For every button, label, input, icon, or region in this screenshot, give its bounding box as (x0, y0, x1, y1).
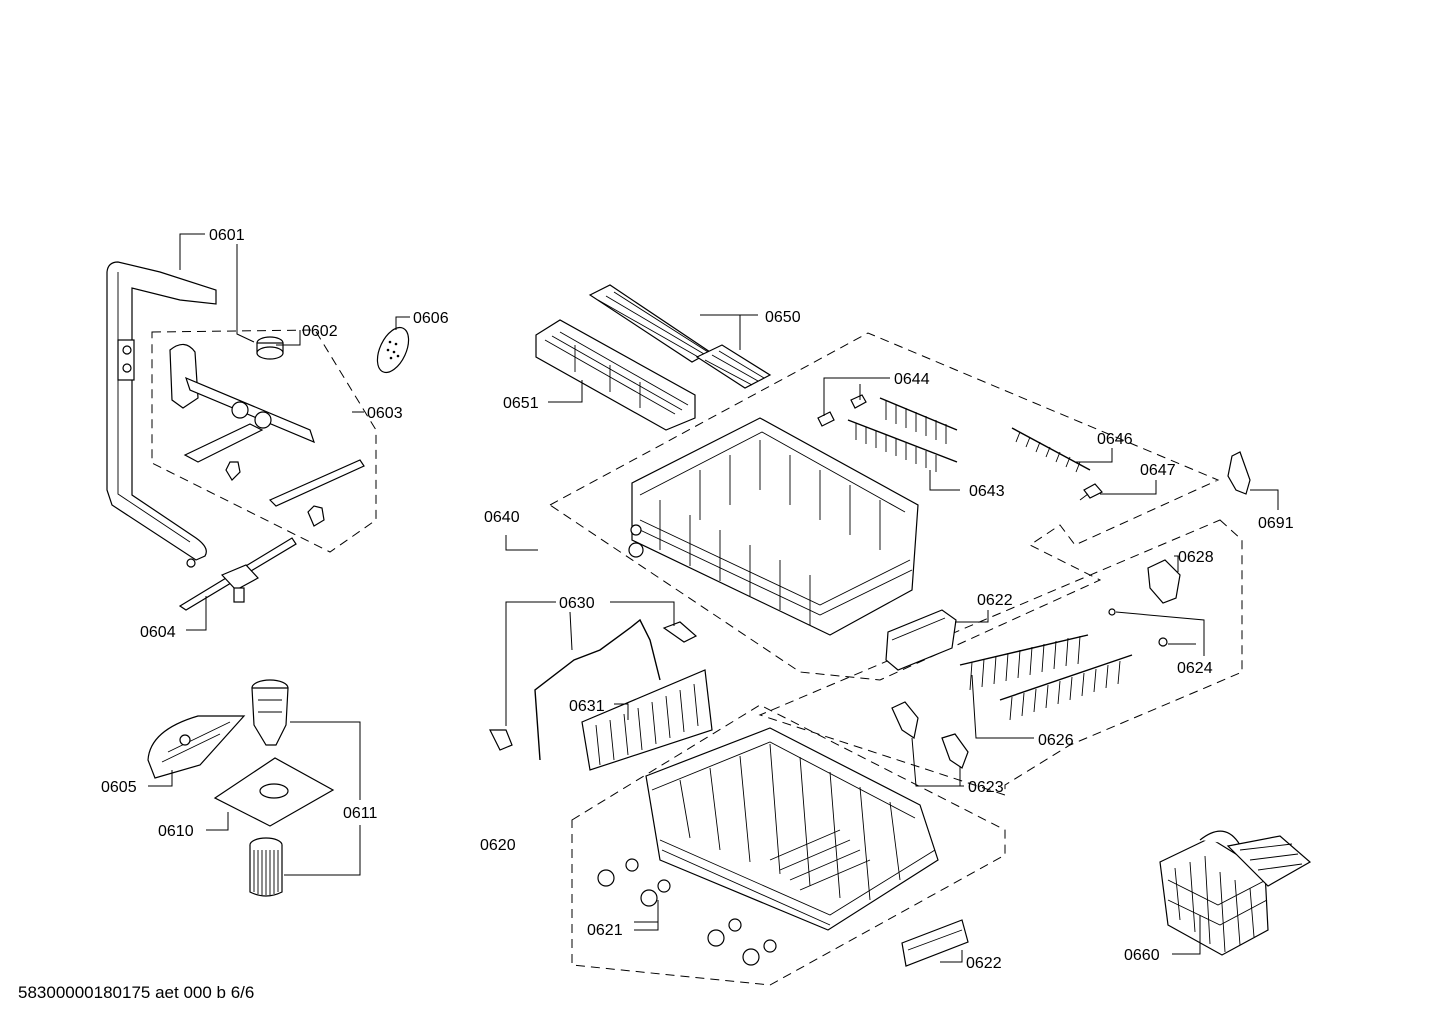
leader-0604 (186, 596, 207, 631)
cutlery-tray-0651[interactable] (535, 319, 696, 431)
leader-0646 (1076, 448, 1113, 463)
group-outlines (151, 329, 1243, 986)
pin-0624[interactable] (1108, 608, 1168, 647)
leader-0606 (395, 316, 410, 330)
leader-0691 (1250, 489, 1279, 510)
outline-lower-rack-accessories (758, 519, 1243, 796)
cutlery-basket-0660[interactable] (1159, 830, 1312, 956)
filter-cylinder-0611[interactable] (251, 679, 289, 746)
folding-tines-0646[interactable] (1011, 427, 1091, 473)
leader-0643 (929, 470, 960, 491)
leader-0623 (911, 737, 964, 787)
label-0628[interactable]: 0628 (1178, 549, 1214, 566)
label-0621[interactable]: 0621 (587, 922, 623, 939)
fine-filter-0605[interactable] (147, 715, 246, 779)
leader-0647 (1100, 480, 1157, 495)
leader-0605 (148, 770, 173, 787)
micro-filter-0611[interactable] (249, 837, 283, 897)
leader-0626 (971, 674, 1034, 739)
label-0626[interactable]: 0626 (1038, 732, 1074, 749)
label-0644[interactable]: 0644 (894, 371, 930, 388)
clip-0644[interactable] (817, 394, 867, 427)
label-0660[interactable]: 0660 (1124, 947, 1160, 964)
label-0605[interactable]: 0605 (101, 779, 137, 796)
leader-0651 (548, 380, 583, 403)
part-labels: 0601 0602 0606 0603 0604 0605 0610 0611 … (101, 227, 1294, 972)
label-0691[interactable]: 0691 (1258, 515, 1294, 532)
holder-0628[interactable] (1147, 559, 1181, 604)
leader-0602 (276, 330, 301, 346)
label-0647[interactable]: 0647 (1140, 462, 1176, 479)
leader-0628 (1174, 555, 1179, 572)
leader-0660 (1172, 915, 1201, 955)
label-0640[interactable]: 0640 (484, 509, 520, 526)
label-0650[interactable]: 0650 (765, 309, 801, 326)
label-0611[interactable]: 0611 (343, 805, 378, 822)
stopper-0691[interactable] (1227, 451, 1251, 495)
label-0643[interactable]: 0643 (969, 483, 1005, 500)
connector-0602[interactable] (256, 336, 284, 360)
handle-0622-lower[interactable] (901, 919, 969, 967)
label-0623[interactable]: 0623 (968, 779, 1004, 796)
label-0624[interactable]: 0624 (1177, 660, 1213, 677)
tine-rack-0626[interactable] (959, 634, 1133, 721)
label-0646[interactable]: 0646 (1097, 431, 1133, 448)
label-0610[interactable]: 0610 (158, 823, 194, 840)
handle-0622-upper[interactable] (885, 609, 957, 671)
leader-0621 (634, 900, 659, 931)
label-0620[interactable]: 0620 (480, 837, 516, 854)
label-0631[interactable]: 0631 (569, 698, 605, 715)
leader-0644 (823, 377, 890, 416)
leader-0650 (700, 314, 758, 350)
wheels-0621[interactable] (597, 858, 777, 966)
label-0602[interactable]: 0602 (302, 323, 338, 340)
leader-0610 (206, 812, 229, 831)
upper-basket-0640[interactable] (628, 417, 919, 636)
tine-insert-0631[interactable] (581, 669, 713, 771)
label-0622-lower[interactable]: 0622 (966, 955, 1002, 972)
leader-0622b (940, 950, 963, 963)
document-id: 58300000180175 aet 000 b 6/6 (18, 983, 254, 1002)
rack-clip-0623[interactable] (891, 701, 969, 769)
tine-row-0643[interactable] (847, 397, 958, 472)
label-0601[interactable]: 0601 (209, 227, 245, 244)
label-0606[interactable]: 0606 (413, 310, 449, 327)
label-0604[interactable]: 0604 (140, 624, 176, 641)
leader-0640 (505, 535, 538, 551)
leader-0630 (505, 601, 675, 726)
hook-0647[interactable] (1079, 483, 1103, 501)
label-0622-upper[interactable]: 0622 (977, 592, 1013, 609)
leader-0624 (1115, 611, 1205, 656)
supply-pipe-0601[interactable] (106, 261, 217, 568)
lower-basket-0620[interactable] (645, 727, 939, 931)
label-0630[interactable]: 0630 (559, 595, 595, 612)
leader-lines (148, 233, 1279, 963)
rack-wire-0630[interactable] (489, 618, 698, 761)
lower-spray-arm-0604[interactable] (178, 537, 297, 611)
spray-arm-assembly-0603[interactable] (169, 343, 365, 527)
leader-0601 (179, 233, 255, 343)
flat-filter-0610[interactable] (213, 757, 335, 827)
label-0651[interactable]: 0651 (503, 395, 539, 412)
leader-0622a (955, 610, 989, 623)
filter-disc-0606[interactable] (371, 323, 415, 377)
label-0603[interactable]: 0603 (367, 405, 403, 422)
leader-0631 (614, 703, 629, 720)
cutlery-insert-0650[interactable] (588, 284, 772, 389)
leader-0611 (284, 721, 361, 876)
